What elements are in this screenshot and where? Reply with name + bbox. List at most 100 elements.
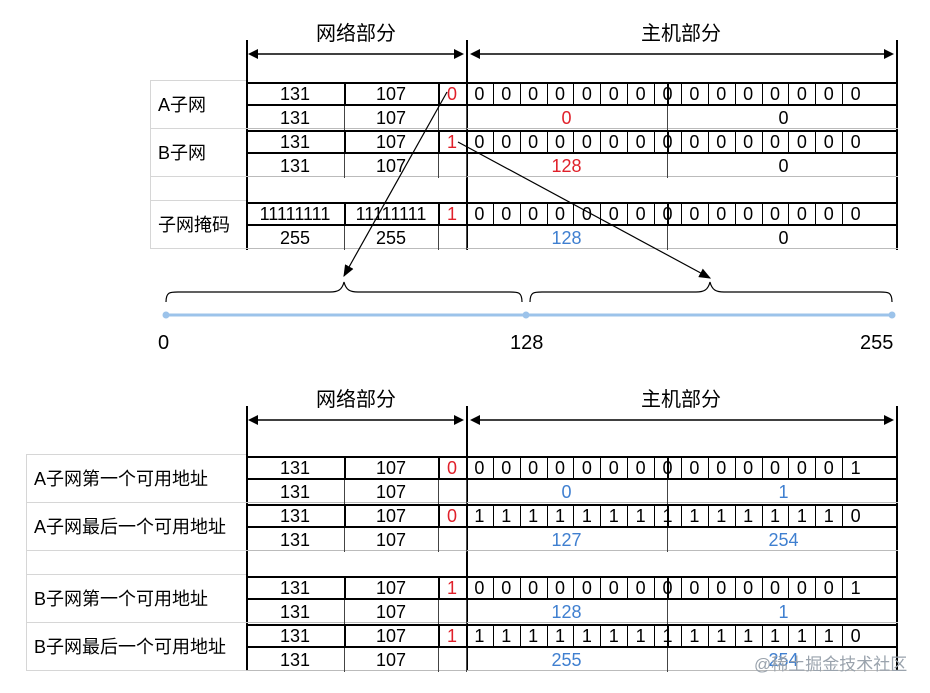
cell-divider	[627, 504, 629, 528]
cell-divider	[654, 202, 656, 226]
cell-divider	[788, 624, 790, 648]
cell-divider	[788, 456, 790, 480]
bottom-bit-cell: 131	[279, 626, 311, 646]
octet-divider	[667, 504, 669, 528]
bottom-bit-cell: 1	[689, 506, 700, 526]
bottom-bit-cell: 1	[716, 626, 727, 646]
row-border	[246, 646, 898, 648]
cell-divider	[492, 82, 494, 106]
cell-divider	[573, 504, 575, 528]
top-bit-cell: 0	[850, 84, 861, 104]
top-bit-cell: 0	[581, 84, 592, 104]
top-bit-cell: 0	[474, 204, 485, 224]
row-border	[246, 82, 898, 84]
cell-divider	[546, 456, 548, 480]
bottom-bit-cell: 1	[769, 506, 780, 526]
cell-divider	[815, 456, 817, 480]
cell-divider	[600, 82, 602, 106]
bottom-bit-cell: 1	[850, 458, 861, 478]
cell-divider	[667, 528, 668, 552]
top-bit-cell: 0	[689, 132, 700, 152]
cell-divider	[546, 624, 548, 648]
cell-divider	[600, 504, 602, 528]
cell-divider	[438, 226, 439, 250]
octet-divider	[667, 576, 669, 600]
bottom-bit-cell: 0	[716, 578, 727, 598]
header-arrows	[248, 49, 894, 59]
watermark-text: @稀土掘金技术社区	[754, 655, 908, 674]
cell-divider	[761, 202, 763, 226]
bottom-bit-cell: 0	[635, 578, 646, 598]
top-bit-cell: 0	[823, 204, 834, 224]
top-bit-cell: 11111111	[259, 204, 331, 224]
bottom-bit-cell: 1	[716, 506, 727, 526]
top-bit-cell: 0	[769, 204, 780, 224]
cell-divider	[627, 202, 629, 226]
bottom-bit-cell: 0	[769, 578, 780, 598]
cell-divider	[600, 576, 602, 600]
bottom-bit-cell: 131	[279, 506, 311, 526]
cell-divider	[438, 202, 440, 226]
top-row-label: 子网掩码	[158, 215, 230, 235]
row-border	[246, 248, 898, 249]
row-border	[246, 130, 898, 132]
cell-divider	[788, 504, 790, 528]
bottom-row-label: A子网第一个可用地址	[34, 469, 209, 489]
cell-divider	[734, 82, 736, 106]
bottom-bit-cell: 0	[446, 458, 457, 478]
cell-divider	[519, 624, 521, 648]
cell-divider	[546, 504, 548, 528]
top-bit-cell: 0	[823, 132, 834, 152]
top-bit-cell: 0	[501, 84, 512, 104]
cell-divider	[654, 456, 656, 480]
cell-divider	[600, 130, 602, 154]
cell-divider	[344, 600, 345, 624]
bottom-bit-cell: 1	[769, 626, 780, 646]
cell-divider	[734, 130, 736, 154]
top-decimal-cell: 128	[551, 156, 582, 176]
cell-divider	[466, 130, 467, 154]
cell-divider	[761, 576, 763, 600]
cell-divider	[842, 576, 844, 600]
cell-divider	[761, 456, 763, 480]
cell-divider	[842, 456, 844, 480]
cell-divider	[707, 576, 709, 600]
cell-divider	[344, 576, 346, 600]
top-bit-cell: 0	[689, 84, 700, 104]
top-bit-cell: 0	[796, 84, 807, 104]
top-bit-cell: 107	[375, 132, 407, 152]
top-decimal-cell: 255	[375, 228, 407, 248]
bottom-bit-cell: 0	[850, 506, 861, 526]
cell-divider	[344, 202, 346, 226]
top-bit-cell: 131	[279, 132, 311, 152]
top-decimal-cell: 107	[375, 108, 407, 128]
bottom-bit-cell: 0	[743, 458, 754, 478]
cell-divider	[438, 648, 439, 672]
cell-divider	[519, 82, 521, 106]
cell-divider	[654, 624, 656, 648]
bottom-bit-cell: 131	[279, 458, 311, 478]
cell-divider	[734, 504, 736, 528]
bottom-bit-cell: 1	[474, 626, 485, 646]
bottom-bit-cell: 1	[823, 506, 834, 526]
cell-divider	[734, 202, 736, 226]
cell-divider	[438, 504, 440, 528]
cell-divider	[344, 154, 345, 178]
octet-divider	[667, 130, 669, 154]
bottom-bit-cell: 107	[375, 578, 407, 598]
row-border	[246, 176, 898, 177]
cell-divider	[344, 130, 346, 154]
bottom-bit-cell: 0	[635, 458, 646, 478]
range-middle-label: 128	[510, 332, 544, 354]
bottom-bit-cell: 0	[528, 458, 539, 478]
row-border	[246, 526, 898, 528]
cell-divider	[815, 202, 817, 226]
cell-divider	[492, 504, 494, 528]
cell-divider	[815, 82, 817, 106]
top-bit-cell: 0	[474, 132, 485, 152]
top-bit-cell: 0	[474, 84, 485, 104]
cell-divider	[466, 600, 467, 624]
cell-divider	[344, 624, 346, 648]
cell-divider	[842, 130, 844, 154]
top-bit-cell: 0	[528, 132, 539, 152]
